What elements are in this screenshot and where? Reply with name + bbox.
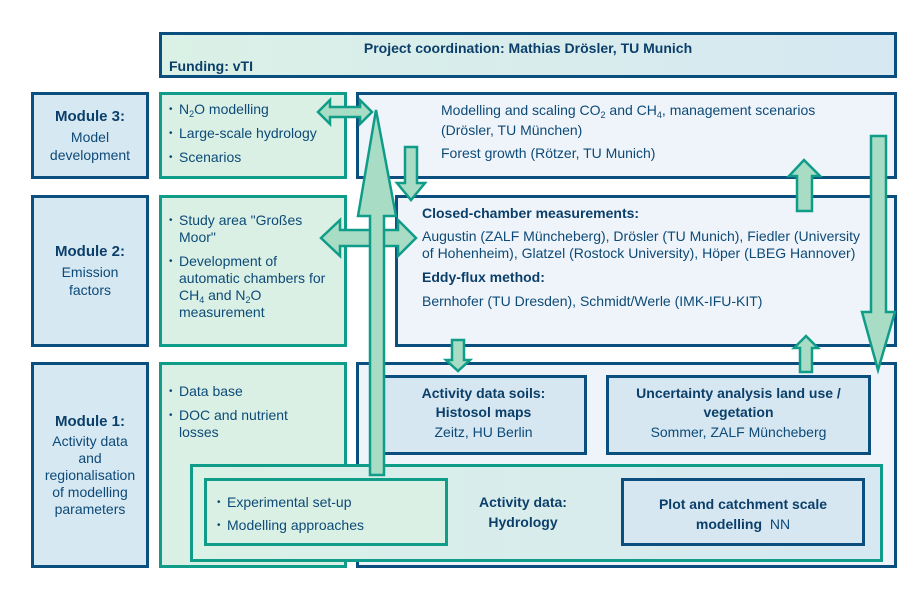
uncertainty-title-2: vegetation xyxy=(703,404,774,420)
module-1-desc-line: regionalisation xyxy=(44,466,136,483)
module-1-desc-line: and xyxy=(78,449,102,466)
bullet-modelling-approaches: Modelling approaches xyxy=(217,517,445,534)
module-1-bullets: Data base DOC and nutrient losses xyxy=(169,383,334,441)
module-3-projects: Modelling and scaling CO2 and CH4, manag… xyxy=(356,92,897,179)
module-3-topics: N2O modelling Large-scale hydrology Scen… xyxy=(159,92,347,179)
bullet-n2o-modelling: N2O modelling xyxy=(169,101,344,119)
bullet-automatic-chambers: Development of automatic chambers for CH… xyxy=(169,253,329,321)
soils-author: Zeitz, HU Berlin xyxy=(434,424,533,440)
modelling-scaling-text: Modelling and scaling CO2 and CH4, manag… xyxy=(441,102,816,120)
module-1-title: Module 1: xyxy=(55,412,125,430)
module-2-bullets: Study area "Großes Moor" Development of … xyxy=(169,212,334,321)
module-3-desc: Model development xyxy=(50,128,130,164)
module-1-desc: Activity data and regionalisation of mod… xyxy=(45,433,135,518)
module-1-desc-line: Activity data xyxy=(52,432,128,449)
bullet-scenarios: Scenarios xyxy=(169,149,344,166)
forest-growth-text: Forest growth (Rötzer, TU Munich) xyxy=(441,145,656,161)
hydrology-label: Activity data: Hydrology xyxy=(463,492,583,532)
module-3-desc-line: Model xyxy=(70,128,110,145)
drosler-munchen-text: (Drösler, TU München) xyxy=(441,122,583,138)
uncertainty-author: Sommer, ZALF Müncheberg xyxy=(650,424,827,440)
hydrology-label-2: Hydrology xyxy=(488,514,558,530)
plot-title-2: modelling xyxy=(695,516,763,532)
soils-title-2: Histosol maps xyxy=(435,404,532,420)
module-2-label-box: Module 2: Emission factors xyxy=(31,195,149,347)
module-2-title: Module 2: xyxy=(55,243,125,260)
module-2-desc-line: Emission xyxy=(61,264,119,280)
plot-title-2-row: modelling NN xyxy=(624,514,862,534)
hydrology-box: Experimental set-up Modelling approaches… xyxy=(190,464,883,562)
plot-author: NN xyxy=(769,516,791,532)
module-2-desc: Emission factors xyxy=(62,263,119,299)
module-3-label-box: Module 3: Model development xyxy=(31,92,149,179)
module-2-topics: Study area "Großes Moor" Development of … xyxy=(159,195,347,347)
module-2-desc-line: factors xyxy=(68,282,111,298)
bullet-experimental-setup: Experimental set-up xyxy=(217,494,445,511)
module-1-label-box: Module 1: Activity data and regionalisat… xyxy=(31,362,149,568)
closed-chamber-heading: Closed-chamber measurements: xyxy=(422,205,640,221)
hydrology-label-1: Activity data: xyxy=(479,494,567,510)
plot-catchment-box: Plot and catchment scale modelling NN xyxy=(621,478,865,546)
plot-title-1: Plot and catchment scale xyxy=(658,496,828,512)
bullet-doc-nutrient: DOC and nutrient losses xyxy=(169,407,329,441)
funding-label: Funding: vTI xyxy=(169,58,253,74)
hydrology-bullets: Experimental set-up Modelling approaches xyxy=(217,494,445,534)
hydrology-approaches-box: Experimental set-up Modelling approaches xyxy=(204,478,448,546)
module-1-desc-line: parameters xyxy=(54,500,126,517)
bullet-study-area: Study area "Großes Moor" xyxy=(169,212,329,246)
uncertainty-title-1: Uncertainty analysis land use / xyxy=(636,385,841,401)
soils-title-1: Activity data soils: xyxy=(421,385,546,401)
module-3-title: Module 3: xyxy=(55,107,125,125)
eddy-flux-authors: Bernhofer (TU Dresden), Schmidt/Werle (I… xyxy=(422,293,763,309)
bullet-large-scale-hydrology: Large-scale hydrology xyxy=(169,125,344,142)
module-2-measurements: Closed-chamber measurements: Augustin (Z… xyxy=(395,195,897,347)
closed-chamber-authors: Augustin (ZALF Müncheberg), Drösler (TU … xyxy=(422,228,861,261)
bullet-data-base: Data base xyxy=(169,383,334,400)
module-1-desc-line: of modelling xyxy=(52,483,128,500)
module-3-bullets: N2O modelling Large-scale hydrology Scen… xyxy=(169,101,344,166)
module-3-desc-line: development xyxy=(49,146,131,163)
project-coordination: Project coordination: Mathias Drösler, T… xyxy=(363,40,693,56)
project-header: Project coordination: Mathias Drösler, T… xyxy=(159,32,897,78)
eddy-flux-heading: Eddy-flux method: xyxy=(422,269,545,285)
activity-soils-box: Activity data soils: Histosol maps Zeitz… xyxy=(380,375,587,455)
uncertainty-box: Uncertainty analysis land use / vegetati… xyxy=(606,375,871,455)
